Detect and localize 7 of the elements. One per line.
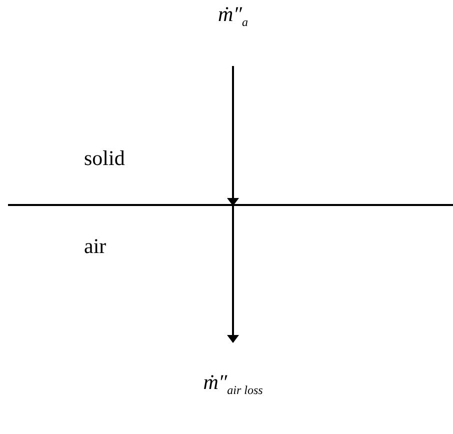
region-label: air — [84, 234, 106, 259]
interface-line — [8, 204, 453, 206]
arrow — [227, 205, 239, 343]
arrow — [227, 66, 239, 206]
mass-flux-symbol: ṁ″$_{a}$ — [218, 2, 248, 30]
region-label: solid — [84, 146, 125, 171]
mass-flux-symbol: ṁ″$_{air loss}$ — [203, 370, 263, 398]
